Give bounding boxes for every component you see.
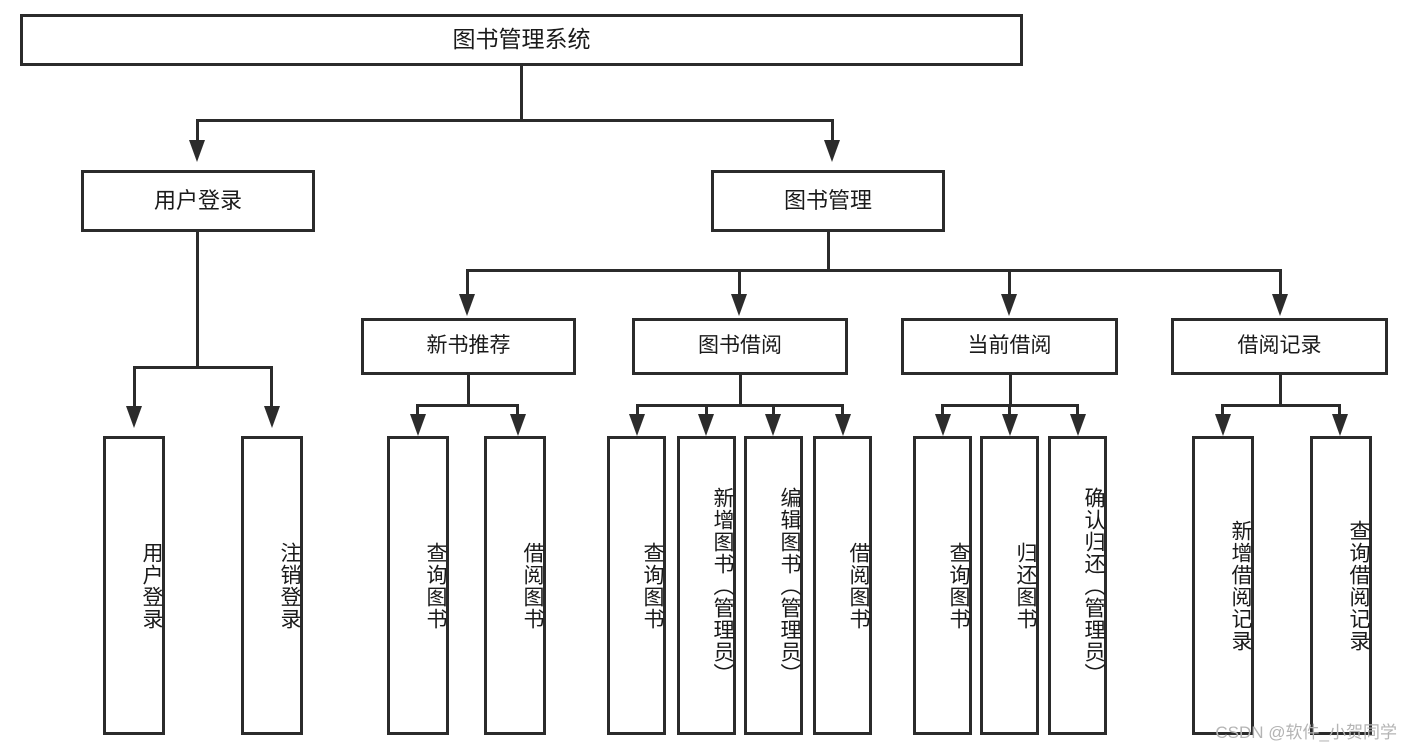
connector-bb-drop-2 [705, 404, 708, 416]
leaf-label: 新增借阅记录 [1229, 519, 1252, 652]
leaf-label: 归还图书 [1014, 541, 1037, 630]
leaf-current-borrow-query-book[interactable]: 查询图书 [913, 436, 972, 735]
leaf-current-borrow-return-book[interactable]: 归还图书 [980, 436, 1039, 735]
arrowhead-book-borrow [731, 294, 747, 316]
node-current-borrow[interactable]: 当前借阅 [901, 318, 1118, 375]
connector-bm-drop-2 [738, 269, 741, 295]
csdn-watermark: CSDN @软件_小贺同学 [1215, 723, 1397, 742]
leaf-current-borrow-confirm-return-admin[interactable]: 确认归还（管理员） [1048, 436, 1107, 735]
connector-bb-drop-3 [772, 404, 775, 416]
connector-bm-drop-4 [1279, 269, 1282, 295]
node-borrow-record[interactable]: 借阅记录 [1171, 318, 1388, 375]
connector-root-drop-user-login [196, 119, 199, 141]
leaf-book-borrow-add-book-admin[interactable]: 新增图书（管理员） [677, 436, 736, 735]
arrowhead-borrow-record [1272, 294, 1288, 316]
arrowhead-book-management [824, 140, 840, 162]
leaf-label: 查询图书 [641, 541, 664, 630]
node-book-management[interactable]: 图书管理 [711, 170, 945, 232]
leaf-book-borrow-query-book[interactable]: 查询图书 [607, 436, 666, 735]
connector-bb-bus [636, 404, 844, 407]
leaf-new-book-borrow-book[interactable]: 借阅图书 [484, 436, 546, 735]
leaf-label: 借阅图书 [521, 541, 544, 630]
arrowhead-cb-return-book [1002, 414, 1018, 436]
node-new-book-recommend[interactable]: 新书推荐 [361, 318, 576, 375]
arrowhead-bb-query-book [629, 414, 645, 436]
connector-nbr-bus [416, 404, 519, 407]
connector-bb-drop-4 [841, 404, 844, 416]
arrowhead-new-book-recommend [459, 294, 475, 316]
connector-book-management-stem [827, 232, 830, 272]
leaf-label: 注销登录 [278, 541, 301, 630]
connector-cb-drop-1 [941, 404, 944, 416]
connector-cb-stem [1009, 375, 1012, 407]
connector-user-login-bus [133, 366, 270, 369]
connector-cb-drop-2 [1008, 404, 1011, 416]
leaf-book-borrow-borrow-book[interactable]: 借阅图书 [813, 436, 872, 735]
arrowhead-user-login [189, 140, 205, 162]
connector-user-login-drop-1 [133, 366, 136, 407]
leaf-label: 用户登录 [140, 541, 163, 630]
arrowhead-current-borrow [1001, 294, 1017, 316]
leaf-user-login-login[interactable]: 用户登录 [103, 436, 165, 735]
arrowhead-cb-query-book [935, 414, 951, 436]
leaf-label: 查询图书 [947, 541, 970, 630]
arrowhead-bb-add-book [698, 414, 714, 436]
arrowhead-bb-edit-book [765, 414, 781, 436]
leaf-label: 确认归还（管理员） [1082, 486, 1105, 685]
arrowhead-leaf-user-login [126, 406, 142, 428]
leaf-new-book-query-book[interactable]: 查询图书 [387, 436, 449, 735]
connector-root-stem [520, 66, 523, 121]
arrowhead-bb-borrow-book [835, 414, 851, 436]
node-user-login[interactable]: 用户登录 [81, 170, 315, 232]
arrowhead-br-add-record [1215, 414, 1231, 436]
leaf-label: 新增图书（管理员） [711, 486, 734, 685]
arrowhead-nbr-query-book [410, 414, 426, 436]
connector-br-stem [1279, 375, 1282, 407]
connector-user-login-drop-2 [270, 366, 273, 407]
connector-nbr-drop-1 [416, 404, 419, 416]
connector-br-drop-2 [1338, 404, 1341, 416]
leaf-borrow-record-query-record[interactable]: 查询借阅记录 [1310, 436, 1372, 735]
connector-root-drop-book-management [831, 119, 834, 141]
node-book-borrow[interactable]: 图书借阅 [632, 318, 848, 375]
leaf-label: 借阅图书 [847, 541, 870, 630]
connector-nbr-drop-2 [516, 404, 519, 416]
connector-bm-drop-1 [466, 269, 469, 295]
connector-bm-drop-3 [1008, 269, 1011, 295]
leaf-label: 查询图书 [424, 541, 447, 630]
leaf-book-borrow-edit-book-admin[interactable]: 编辑图书（管理员） [744, 436, 803, 735]
connector-bb-drop-1 [636, 404, 639, 416]
arrowhead-br-query-record [1332, 414, 1348, 436]
arrowhead-cb-confirm-return [1070, 414, 1086, 436]
leaf-label: 查询借阅记录 [1347, 519, 1370, 652]
connector-br-bus [1221, 404, 1341, 407]
leaf-label: 编辑图书（管理员） [778, 486, 801, 685]
connector-br-drop-1 [1221, 404, 1224, 416]
leaf-borrow-record-add-record[interactable]: 新增借阅记录 [1192, 436, 1254, 735]
node-root-book-management-system[interactable]: 图书管理系统 [20, 14, 1023, 66]
connector-nbr-stem [467, 375, 470, 407]
leaf-user-login-logout[interactable]: 注销登录 [241, 436, 303, 735]
arrowhead-leaf-logout [264, 406, 280, 428]
connector-book-management-bus [466, 269, 1282, 272]
connector-root-bus [196, 119, 834, 122]
connector-bb-stem [739, 375, 742, 407]
connector-user-login-stem [196, 232, 199, 369]
arrowhead-nbr-borrow-book [510, 414, 526, 436]
connector-cb-drop-3 [1076, 404, 1079, 416]
